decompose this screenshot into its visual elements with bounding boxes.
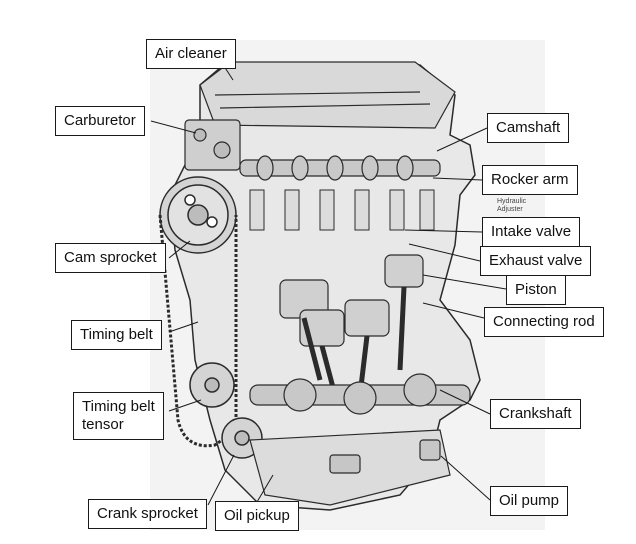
leader-carburetor [150, 120, 197, 134]
carburetor-part [184, 119, 241, 171]
leader-timing-belt-tensor [168, 399, 202, 412]
label-camshaft: Camshaft [487, 113, 570, 143]
timing-belt-tensor-part [189, 362, 235, 408]
label-carburetor: Carburetor [55, 106, 145, 136]
oil-pan-part [249, 429, 451, 506]
leader-connecting-rod [422, 302, 485, 319]
leader-oil-pickup [256, 474, 274, 503]
label-crankshaft: Crankshaft [490, 399, 581, 429]
camshaft-part [239, 155, 441, 181]
leader-lines [150, 62, 507, 506]
leader-crank-sprocket [207, 454, 235, 506]
label-cam-sprocket: Cam sprocket [55, 243, 166, 273]
cam-sprocket-part [159, 176, 237, 254]
leader-piston [422, 274, 507, 290]
air-cleaner-part [199, 61, 456, 129]
label-oil-pump: Oil pump [490, 486, 569, 516]
label-oil-pickup: Oil pickup [215, 501, 299, 531]
leader-timing-belt [168, 321, 199, 333]
valve-springs [249, 189, 435, 231]
leader-crankshaft [439, 389, 491, 415]
pistons [279, 254, 424, 347]
leader-exhaust-valve [408, 243, 481, 262]
leader-rocker-arm [432, 177, 483, 181]
label-exhaust-valve: Exhaust valve [480, 246, 592, 276]
leader-cam-sprocket [168, 240, 191, 259]
leader-oil-pump [440, 455, 491, 501]
label-intake-valve: Intake valve [482, 217, 581, 247]
label-connecting-rod: Connecting rod [484, 307, 604, 337]
crankshaft-part [249, 373, 471, 415]
label-timing-belt-tensor: Timing belt tensor [73, 392, 164, 440]
label-air-cleaner: Air cleaner [146, 39, 236, 69]
label-crank-sprocket: Crank sprocket [88, 499, 207, 529]
leader-camshaft [436, 127, 488, 152]
label-piston: Piston [506, 275, 566, 305]
timing-belt-part [158, 214, 238, 448]
label-rocker-arm: Rocker arm [482, 165, 578, 195]
label-timing-belt: Timing belt [71, 320, 162, 350]
hydraulic-adjuster-note: Hydraulic Adjuster [497, 198, 527, 213]
leader-intake-valve [404, 229, 483, 233]
